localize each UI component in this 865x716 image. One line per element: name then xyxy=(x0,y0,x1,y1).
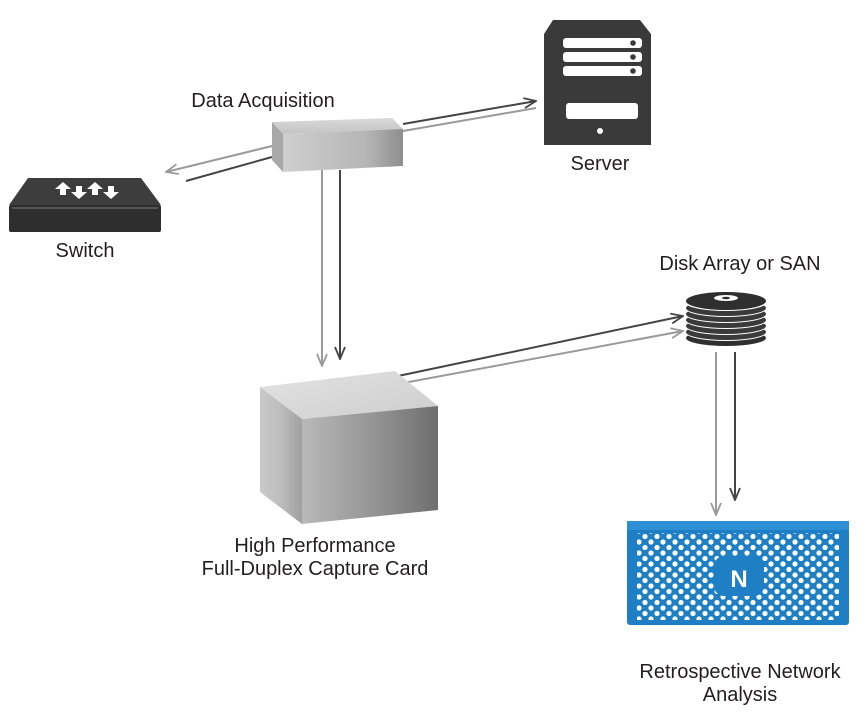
switch-label: Switch xyxy=(55,240,115,262)
network-analysis-appliance-icon: N xyxy=(627,521,849,625)
arrow-tap-to-switch xyxy=(166,145,273,172)
disk-array-label: Disk Array or SAN xyxy=(659,253,821,275)
capture-card-icon xyxy=(260,371,438,524)
capture-card-label-line1: High Performance xyxy=(234,535,396,557)
server-icon xyxy=(544,20,651,145)
server-label: Server xyxy=(570,153,630,175)
arrow-tap-to-server xyxy=(402,101,536,125)
analysis-label-line1: Retrospective Network xyxy=(639,661,841,683)
arrow-tap-to-server-light xyxy=(402,107,537,132)
capture-card-label-line2: Full-Duplex Capture Card xyxy=(201,558,429,580)
arrow-card-to-disk-dark xyxy=(397,316,683,377)
switch-icon xyxy=(9,178,161,232)
arrow-card-to-disk-light xyxy=(397,331,683,385)
connection-arrows xyxy=(166,101,735,515)
capture-card-label: High Performance Full-Duplex Capture Car… xyxy=(180,535,450,581)
tap-device-icon xyxy=(272,118,403,172)
disk-stack-icon xyxy=(686,292,766,346)
data-acquisition-label: Data Acquisition xyxy=(191,90,335,112)
analysis-label: Retrospective Network Analysis xyxy=(620,661,860,707)
analysis-label-line2: Analysis xyxy=(702,684,778,706)
arrow-tap-to-switch-dark xyxy=(185,156,273,182)
analysis-logo: N xyxy=(730,566,747,593)
